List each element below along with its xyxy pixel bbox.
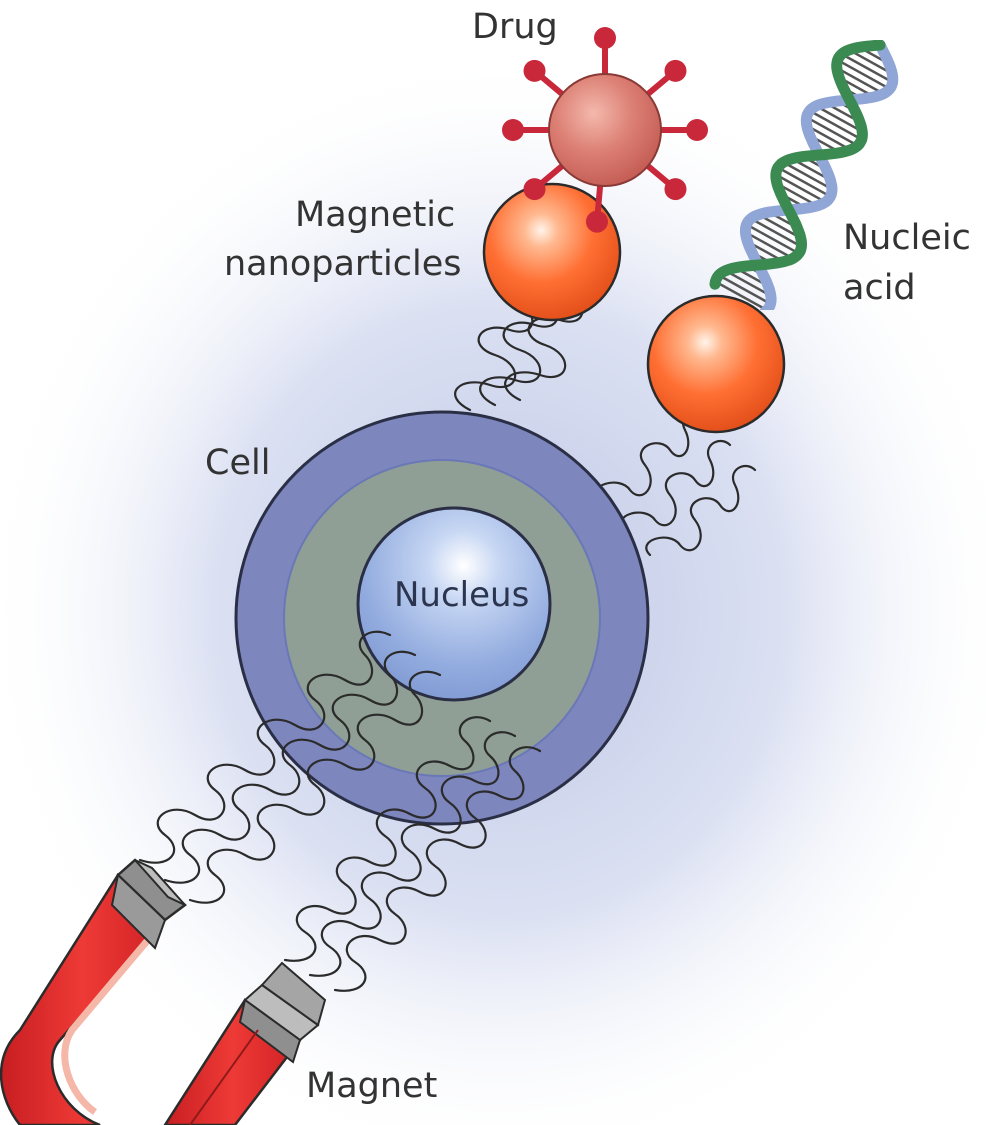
drug-tip	[585, 210, 608, 233]
dna-base-pair	[805, 116, 859, 147]
cell-label: Cell	[205, 443, 270, 483]
drug-tip	[664, 59, 687, 82]
dna-base-pair	[745, 223, 800, 255]
dna-base-pair	[836, 58, 891, 91]
dna-base-pair	[718, 274, 772, 305]
nucleic-label-line2: acid	[843, 268, 916, 308]
magnet-icon	[0, 858, 327, 1125]
dna-base-pair	[714, 280, 768, 310]
drug-tip	[594, 27, 616, 49]
nucleus-label: Nucleus	[394, 575, 529, 615]
dna-icon	[709, 40, 899, 310]
drug-icon	[502, 27, 708, 233]
dna-base-pair	[815, 104, 863, 133]
drug-tip	[664, 178, 687, 201]
dna-base-pair	[724, 269, 772, 297]
dna-strand-green	[709, 40, 886, 290]
drug-tip	[523, 59, 546, 82]
dna-base-pair	[775, 173, 827, 204]
field-lines-upper	[454, 293, 757, 557]
dna-base-pair	[757, 213, 802, 240]
drug-label: Drug	[472, 7, 558, 47]
drug-tip	[523, 178, 546, 201]
nanoparticle-icon	[482, 182, 622, 322]
dna-base-pair	[782, 161, 833, 191]
nanoparticle-icon	[646, 294, 786, 434]
field-lines-lower	[138, 630, 542, 992]
dna-base-pair	[806, 124, 852, 151]
dna-strand-blue	[740, 40, 899, 310]
magnetic-label-line1: Magnetic	[295, 195, 455, 235]
dna-base-pair	[744, 231, 794, 260]
dna-base-pair	[836, 66, 885, 95]
dna-base-pair	[841, 53, 894, 84]
drug-tip	[686, 119, 708, 141]
drug-tip	[502, 119, 524, 141]
dna-base-pair	[809, 109, 863, 141]
magnet-label: Magnet	[306, 1066, 437, 1106]
dna-base-pair	[750, 217, 803, 248]
dna-base-pair	[848, 48, 893, 75]
dna-base-pair	[777, 166, 832, 198]
nucleic-label-line1: Nucleic	[843, 218, 971, 258]
magnetic-label-line2: nanoparticles	[224, 244, 461, 284]
